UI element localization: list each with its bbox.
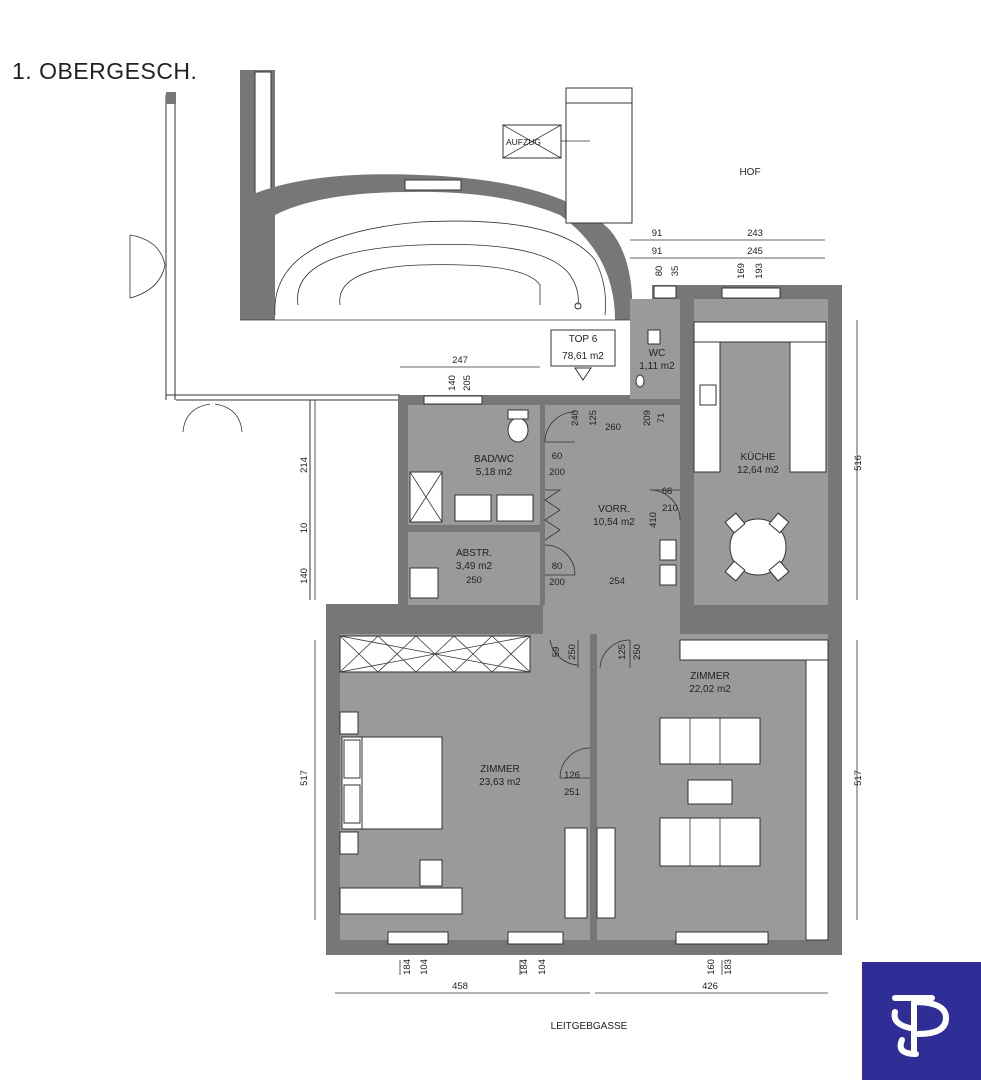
dimension-label: 205 — [462, 375, 473, 391]
dimension-label: 10 — [299, 523, 310, 534]
dimension-label: 183 — [723, 959, 734, 975]
apartment — [326, 285, 842, 955]
street-label: LEITGEBGASSE — [551, 1021, 628, 1032]
dimension-label: 243 — [747, 228, 763, 239]
room-kitchen-area: 12,64 m2 — [737, 465, 779, 476]
dimension-label: 35 — [670, 266, 681, 277]
dimension-label: 410 — [648, 512, 659, 528]
dimension-label: 125 — [617, 644, 628, 660]
dimension-label: 125 — [588, 410, 599, 426]
room-kitchen-name: KÜCHE — [740, 451, 775, 463]
dimension-label: 200 — [549, 467, 565, 478]
dimension-lines — [314, 239, 858, 994]
elevator: AUFZUG — [502, 87, 633, 224]
dimension-label: 247 — [452, 355, 468, 366]
dimension-label: 91 — [652, 246, 663, 257]
dimension-label: 160 — [706, 959, 717, 975]
dimension-label: 209 — [642, 410, 653, 426]
dimension-label: 214 — [299, 457, 310, 473]
dimension-label: 458 — [452, 981, 468, 992]
dimension-label: 516 — [853, 455, 864, 471]
room-living-area: 22,02 m2 — [689, 684, 731, 695]
dimension-label: 80 — [552, 561, 563, 572]
dimension-label: 251 — [564, 787, 580, 798]
dimension-label: 250 — [632, 644, 643, 660]
room-hall-name: VORR. — [598, 504, 630, 515]
sp-monogram-icon — [891, 995, 950, 1057]
room-bedroom-name: ZIMMER — [480, 764, 519, 775]
dimension-label: 169 — [736, 263, 747, 279]
dimension-label: 245 — [747, 246, 763, 257]
room-wc-area: 1,11 m2 — [639, 361, 675, 372]
elevator-label: AUFZUG — [506, 137, 541, 147]
room-storage-area: 3,49 m2 — [456, 561, 493, 572]
dimension-label: 250 — [466, 575, 482, 586]
dimension-label: 184 — [402, 959, 413, 975]
dimension-label: 104 — [537, 959, 548, 975]
dimension-label: 140 — [447, 375, 458, 391]
dimension-label: 193 — [754, 263, 765, 279]
room-living-name: ZIMMER — [690, 671, 729, 682]
dimension-label: 210 — [662, 503, 678, 514]
dimension-label: 59 — [551, 647, 562, 658]
courtyard-label: HOF — [739, 167, 760, 178]
dimension-label: 80 — [654, 266, 665, 277]
dimension-label: 517 — [853, 770, 864, 786]
unit-name: TOP 6 — [569, 334, 598, 345]
dimension-label: 517 — [299, 770, 310, 786]
dimension-label: 240 — [570, 410, 581, 426]
dimension-label: 140 — [299, 568, 310, 584]
dimension-label: 254 — [609, 576, 625, 587]
unit-area: 78,61 m2 — [562, 351, 604, 362]
room-storage-name: ABSTR. — [456, 548, 492, 559]
room-wc-name: WC — [649, 348, 666, 359]
dimension-label: 104 — [419, 959, 430, 975]
corridor — [129, 92, 400, 600]
dimension-label: 250 — [567, 644, 578, 660]
dimension-label: 260 — [605, 422, 621, 433]
dimension-label: 91 — [652, 228, 663, 239]
room-bath-area: 5,18 m2 — [476, 467, 513, 478]
company-logo — [862, 962, 981, 1080]
room-labels: TOP 6 78,61 m2 WC 1,11 m2 BAD/WC 5,18 m2… — [456, 329, 779, 788]
dimension-label: 126 — [564, 770, 580, 781]
room-bedroom-area: 23,63 m2 — [479, 777, 521, 788]
dimension-label: 60 — [552, 451, 563, 462]
dimension-label: 200 — [549, 577, 565, 588]
dimension-label: 426 — [702, 981, 718, 992]
staircase — [240, 70, 633, 321]
dimension-label: 71 — [656, 413, 667, 424]
dimension-label: 184 — [519, 959, 530, 975]
dimension-label: 66 — [662, 486, 673, 497]
room-hall-area: 10,54 m2 — [593, 517, 635, 528]
room-bath-name: BAD/WC — [474, 454, 514, 465]
dimension-labels: 91 243 91 245 80 35 169 193 247 140 205 … — [299, 228, 864, 992]
floor-title: 1. OBERGESCH. — [12, 58, 198, 84]
